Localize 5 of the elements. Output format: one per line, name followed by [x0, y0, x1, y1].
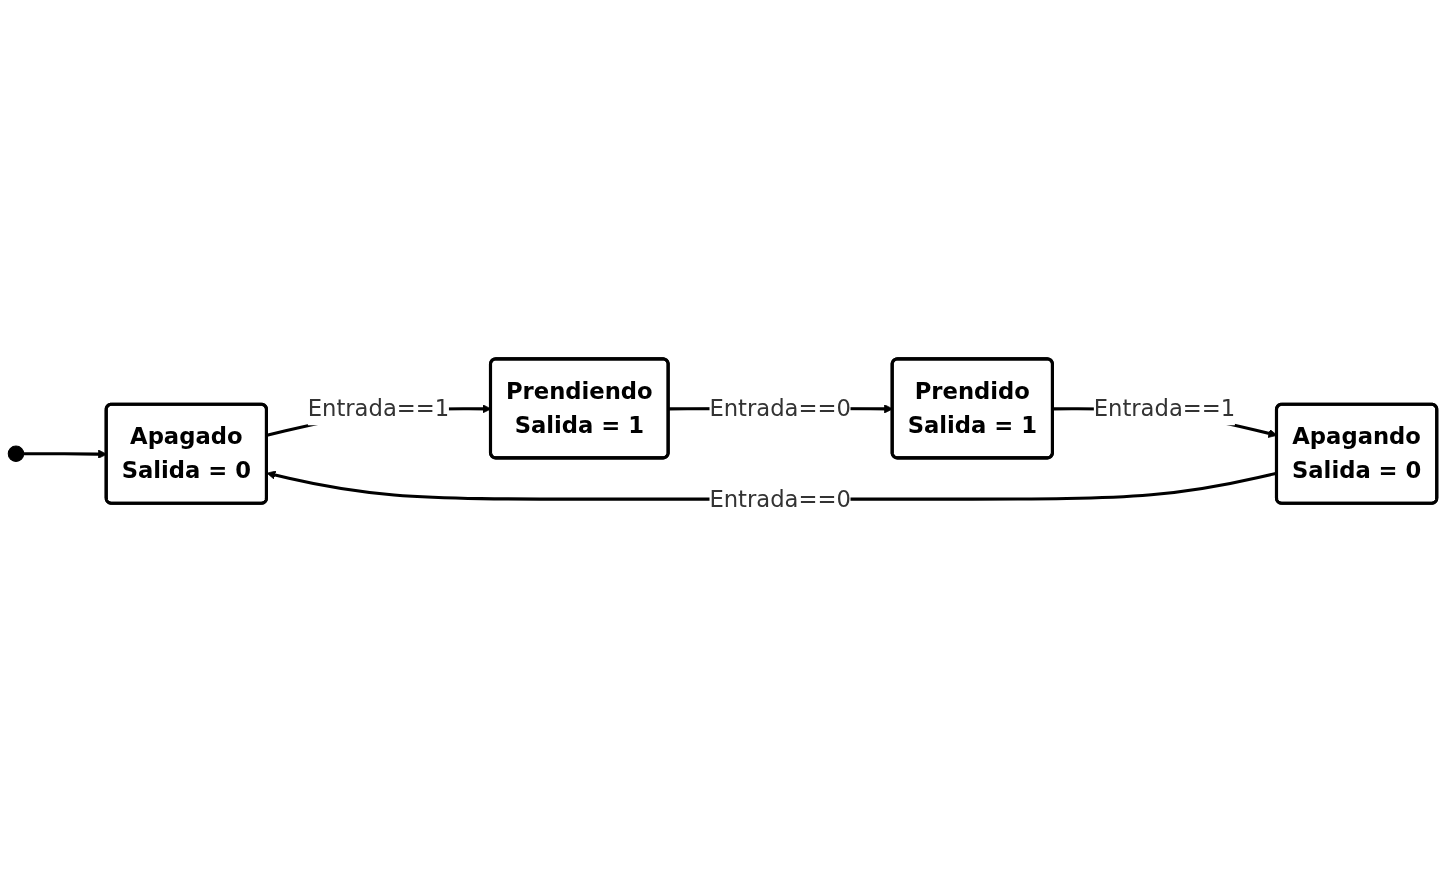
node-circle: [7, 445, 25, 462]
edge-label: Entrada==1: [307, 395, 450, 422]
edge-label: Entrada==0: [709, 395, 851, 422]
edge-label: Entrada==0: [709, 486, 851, 512]
edge-label: Entrada==1: [1093, 395, 1236, 422]
